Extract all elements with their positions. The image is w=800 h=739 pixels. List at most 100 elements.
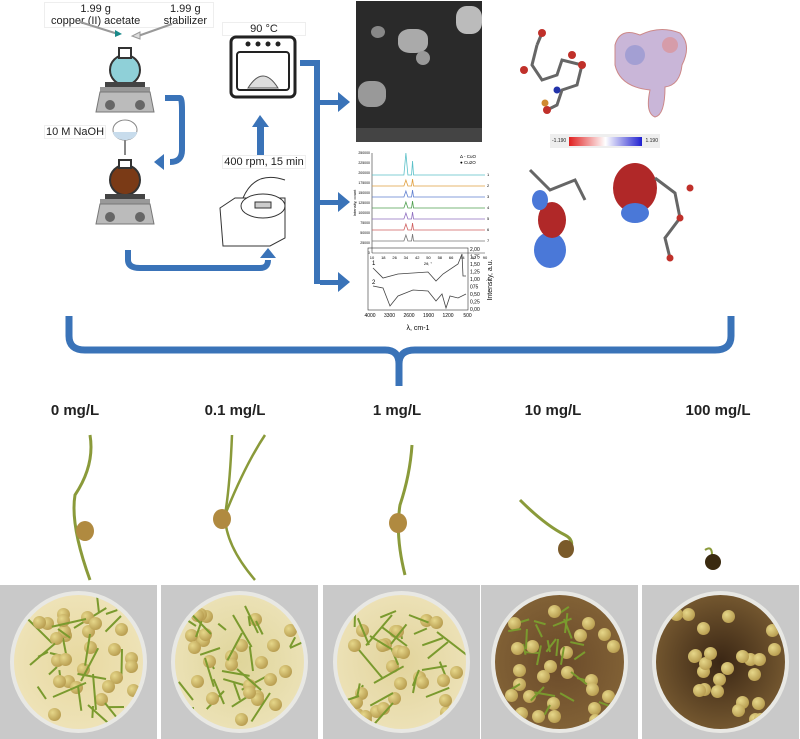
chickpea bbox=[32, 616, 46, 630]
chickpea bbox=[510, 641, 524, 655]
chickpea bbox=[731, 703, 745, 717]
chickpea bbox=[585, 682, 599, 696]
ir-xlabel: λ, cm-1 bbox=[407, 325, 430, 332]
seedling-0.1 bbox=[223, 434, 267, 581]
chickpea bbox=[430, 615, 444, 629]
concentration-100: 100 mg/L bbox=[685, 402, 751, 419]
molecule-ball-stick bbox=[520, 29, 586, 114]
chickpea bbox=[205, 692, 219, 706]
ir-curve-label: 1 bbox=[372, 261, 376, 267]
chickpea bbox=[548, 710, 562, 724]
chickpea bbox=[573, 629, 587, 643]
chickpea bbox=[278, 664, 292, 678]
sprout bbox=[508, 628, 522, 633]
synthesis-apparatus bbox=[79, 21, 173, 225]
chickpea bbox=[765, 623, 779, 637]
sprout bbox=[570, 641, 585, 647]
chickpea bbox=[752, 652, 766, 666]
ir-xtick: 3300 bbox=[384, 313, 395, 319]
chickpea bbox=[505, 688, 519, 702]
ir-ytick: 1,25 bbox=[470, 270, 480, 276]
chickpea bbox=[547, 605, 561, 619]
chickpea bbox=[359, 709, 373, 723]
chickpea bbox=[526, 639, 540, 653]
xrd-curve bbox=[372, 222, 485, 231]
sprout bbox=[535, 623, 544, 638]
sprout bbox=[358, 649, 384, 680]
ir-ytick: 2,00 bbox=[470, 247, 480, 253]
molecule-electrostatic-surface bbox=[614, 29, 687, 118]
chickpea bbox=[602, 690, 616, 704]
centrifuge-icon bbox=[219, 176, 286, 247]
chickpea bbox=[508, 616, 522, 630]
xrd-curve-label: 1 bbox=[487, 172, 490, 177]
dish bbox=[10, 591, 147, 733]
xrd-ylabel: Intensity, count bbox=[352, 189, 357, 216]
sem-image bbox=[356, 1, 482, 142]
petri-dish-0-mg-L bbox=[0, 585, 157, 739]
chickpea bbox=[515, 706, 529, 720]
ir-frame bbox=[367, 247, 469, 311]
chickpea bbox=[767, 642, 781, 656]
chickpea bbox=[185, 629, 199, 643]
ir-ylabel: Intensity, a.u. bbox=[487, 259, 494, 300]
chickpea bbox=[348, 638, 362, 652]
ir-ytick: 1,50 bbox=[470, 262, 480, 268]
chickpea bbox=[440, 706, 454, 720]
dish bbox=[491, 591, 628, 733]
seedling-0 bbox=[72, 434, 93, 581]
chickpea bbox=[531, 710, 545, 724]
chickpea bbox=[597, 627, 611, 641]
chickpea bbox=[544, 659, 558, 673]
xrd-xtick: 26 bbox=[392, 255, 397, 260]
naoh-label: 10 M NaOH bbox=[44, 125, 106, 139]
ir-xtick: 4000 bbox=[364, 313, 375, 319]
colorbar-min: -1.190 bbox=[552, 138, 567, 144]
chickpea bbox=[268, 698, 282, 712]
chickpea bbox=[125, 659, 139, 673]
chickpea bbox=[588, 714, 602, 728]
xrd-curve bbox=[372, 233, 485, 242]
chickpea bbox=[604, 710, 618, 724]
chickpea bbox=[692, 683, 706, 697]
chickpea bbox=[607, 639, 621, 653]
sprout bbox=[353, 612, 357, 627]
seedling-100 bbox=[704, 547, 713, 556]
concentration-10: 10 mg/L bbox=[524, 402, 582, 419]
sprout bbox=[555, 638, 559, 657]
xrd-curve-label: 5 bbox=[487, 216, 490, 221]
xrd-xlabel: 2θ, ° bbox=[424, 261, 433, 266]
bracket bbox=[65, 316, 735, 386]
sprout bbox=[248, 645, 255, 671]
chickpea bbox=[696, 621, 710, 635]
oven-icon bbox=[229, 35, 297, 99]
xrd-ytick: 0 bbox=[368, 251, 370, 255]
xrd-legend-entry: ● Cu2O bbox=[460, 160, 476, 165]
sprout bbox=[106, 608, 119, 615]
chickpea bbox=[689, 648, 703, 662]
chickpea bbox=[581, 616, 595, 630]
chickpea bbox=[254, 656, 268, 670]
reagent1-mass: 1.99 g bbox=[80, 3, 111, 15]
chickpea bbox=[703, 646, 717, 660]
sprout bbox=[426, 641, 449, 660]
chickpea bbox=[188, 640, 202, 654]
sprout bbox=[534, 691, 556, 697]
xrd-xtick: 74 bbox=[460, 255, 465, 260]
ir-xtick: 2600 bbox=[403, 313, 414, 319]
chickpea bbox=[266, 638, 280, 652]
ir-ytick: 1,00 bbox=[470, 277, 480, 283]
chickpea bbox=[89, 617, 103, 631]
ir-ytick: 0,00 bbox=[470, 307, 480, 313]
chickpea bbox=[720, 661, 734, 675]
petri-dish-10-mg-L bbox=[481, 585, 638, 739]
concentration-0: 0 mg/L bbox=[50, 402, 100, 419]
xrd-xtick: 18 bbox=[381, 255, 386, 260]
seedling-1 bbox=[396, 444, 414, 576]
ir-curve-2 bbox=[372, 285, 467, 310]
dish bbox=[171, 591, 308, 733]
chickpea bbox=[234, 713, 248, 727]
xrd-ytick: 250000 bbox=[358, 151, 370, 155]
petri-dish-0.1-mg-L bbox=[161, 585, 318, 739]
xrd-curve-label: 6 bbox=[487, 227, 490, 232]
